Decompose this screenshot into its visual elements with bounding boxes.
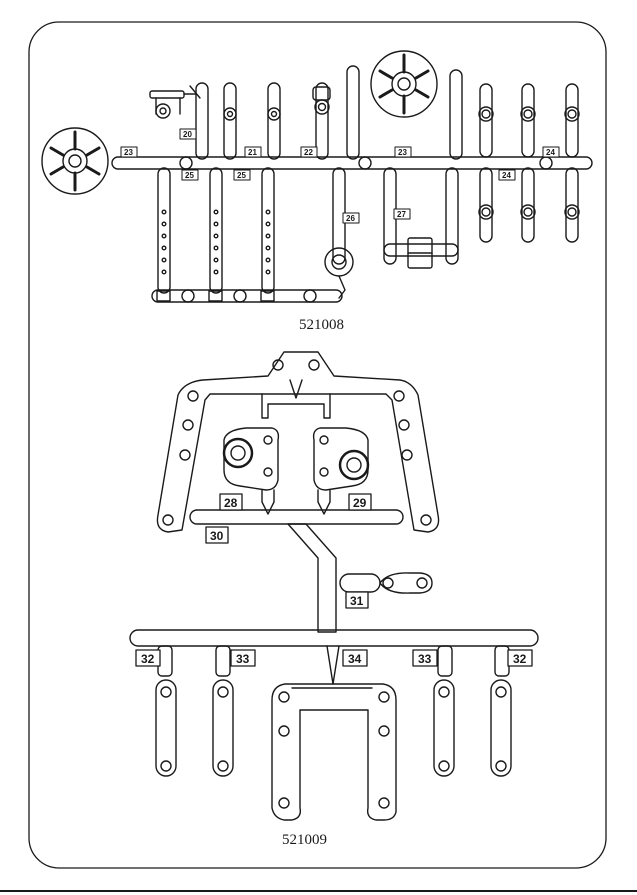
sprue-521008: 23 20 21 22 23 24 25 25 24 26 27 521008 xyxy=(41,50,593,333)
part-label: 23 xyxy=(398,148,407,157)
part-label: 25 xyxy=(185,171,194,180)
part-label: 34 xyxy=(348,652,362,666)
part-31 xyxy=(339,572,433,594)
part-34 xyxy=(271,645,397,821)
part-label: 25 xyxy=(237,171,246,180)
arch-frame xyxy=(156,351,440,533)
part-29 xyxy=(312,427,370,515)
part-label: 32 xyxy=(513,652,527,666)
part-label: 29 xyxy=(353,496,367,510)
sprue-code: 521008 xyxy=(299,317,344,333)
part-label: 20 xyxy=(183,130,192,139)
wheel-left xyxy=(41,127,109,195)
arms-32-33 xyxy=(155,645,512,777)
part-label: 30 xyxy=(210,529,224,543)
sprue-521009: 28 29 30 31 32 33 34 33 32 521009 xyxy=(129,351,539,848)
sheet-border xyxy=(28,21,607,869)
part-labels-521008: 23 20 21 22 23 24 25 25 24 26 27 xyxy=(120,128,560,224)
part-label: 33 xyxy=(418,652,432,666)
part-label: 22 xyxy=(304,148,313,157)
part-label: 26 xyxy=(346,214,355,223)
part-label: 31 xyxy=(350,594,364,608)
part-label: 33 xyxy=(236,652,250,666)
part-28 xyxy=(222,427,280,515)
part-labels-521009: 28 29 30 31 32 33 34 33 32 xyxy=(135,493,533,667)
part-label: 23 xyxy=(124,148,133,157)
sprue-code: 521009 xyxy=(282,832,327,848)
main-runner xyxy=(111,156,593,170)
part-label: 24 xyxy=(546,148,555,157)
wheel-top xyxy=(370,50,438,118)
part-label: 27 xyxy=(397,210,406,219)
part-label: 32 xyxy=(141,652,155,666)
part-20-clip xyxy=(149,85,201,119)
part-label: 24 xyxy=(502,171,511,180)
part-label: 28 xyxy=(224,496,238,510)
part-label: 21 xyxy=(248,148,257,157)
